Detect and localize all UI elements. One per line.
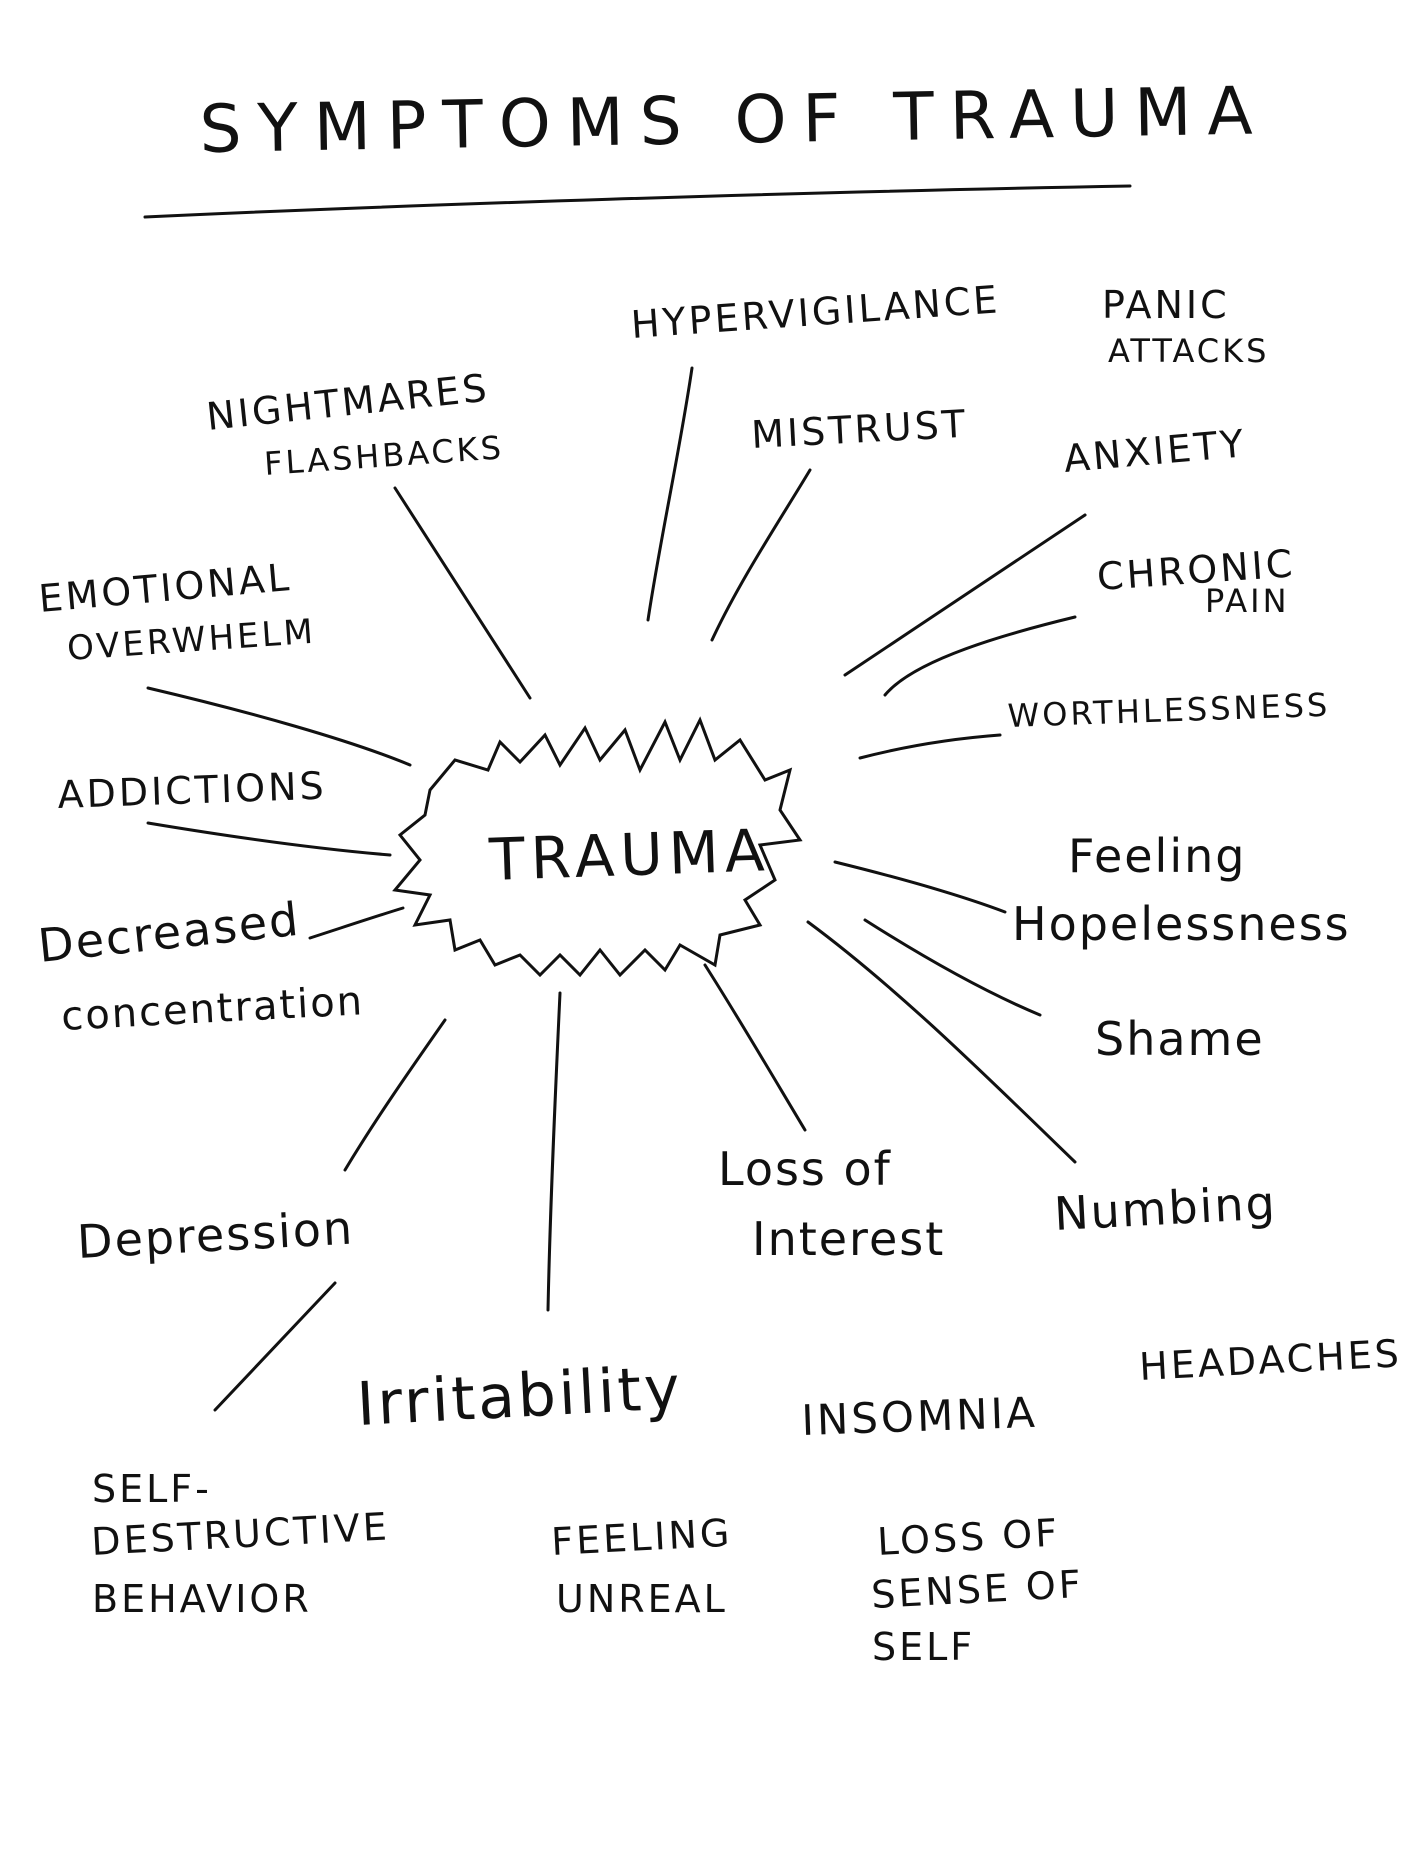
label-irritability: Irritability — [355, 1353, 684, 1440]
label-panic: PANIC — [1102, 283, 1230, 327]
line-loss-interest — [703, 963, 807, 1132]
line-hypervigilance — [646, 366, 694, 622]
label-hypervigilance: HYPERVIGILANCE — [630, 277, 1002, 347]
line-numbing — [806, 920, 1077, 1164]
label-pain: PAIN — [1205, 582, 1290, 620]
label-interest: Interest — [752, 1212, 945, 1266]
title-underline — [143, 184, 1132, 219]
line-chronic-pain — [883, 615, 1077, 697]
line-decreased — [308, 906, 405, 940]
label-nightmares: NIGHTMARES — [204, 365, 491, 438]
label-feeling-unreal-1: FEELING — [550, 1511, 733, 1564]
label-flashbacks: FLASHBACKS — [263, 428, 505, 483]
label-numbing: Numbing — [1053, 1175, 1278, 1241]
label-shame: Shame — [1095, 1012, 1265, 1066]
label-feeling-unreal-2: UNREAL — [556, 1577, 728, 1621]
label-behavior: BEHAVIOR — [92, 1577, 312, 1621]
line-addictions — [146, 821, 392, 857]
label-emotional: EMOTIONAL — [37, 555, 294, 621]
label-hopelessness: Hopelessness — [1012, 897, 1351, 951]
label-destructive: DESTRUCTIVE — [90, 1504, 391, 1564]
page-title: SYMPTOMS OF TRAUMA — [199, 72, 1269, 168]
label-loss-of: Loss of — [718, 1142, 892, 1196]
label-loss-self-2: SENSE OF — [870, 1562, 1085, 1617]
label-feeling: Feeling — [1068, 829, 1246, 883]
line-irritability — [546, 991, 562, 1312]
label-addictions: ADDICTIONS — [57, 764, 328, 817]
label-mistrust: MISTRUST — [750, 402, 969, 457]
label-attacks: ATTACKS — [1108, 332, 1269, 370]
label-headaches: HEADACHES — [1138, 1331, 1403, 1389]
line-anxiety — [843, 513, 1087, 677]
label-anxiety: ANXIETY — [1062, 421, 1248, 481]
label-self: SELF- — [92, 1467, 212, 1511]
line-worthlessness — [858, 733, 1002, 760]
connector-lines — [146, 366, 1087, 1412]
label-overwhelm: OVERWHELM — [66, 612, 317, 669]
label-concentration: concentration — [60, 978, 365, 1040]
label-worthlessness: WORTHLESSNESS — [1007, 686, 1331, 735]
line-shame — [863, 918, 1042, 1017]
label-decreased: Decreased — [36, 892, 303, 973]
line-mistrust — [710, 468, 812, 642]
line-self-destructive — [213, 1281, 337, 1412]
label-insomnia: INSOMNIA — [801, 1388, 1039, 1445]
line-feeling-hopelessness — [833, 860, 1007, 914]
label-loss-self-3: SELF — [872, 1625, 975, 1669]
line-depression — [343, 1018, 447, 1172]
trauma-burst-shape — [392, 716, 803, 978]
line-nightmares — [393, 486, 532, 700]
label-depression: Depression — [76, 1201, 356, 1269]
center-label: TRAUMA — [487, 816, 771, 894]
line-emotional — [146, 686, 412, 767]
label-loss-self-1: LOSS OF — [876, 1510, 1061, 1564]
